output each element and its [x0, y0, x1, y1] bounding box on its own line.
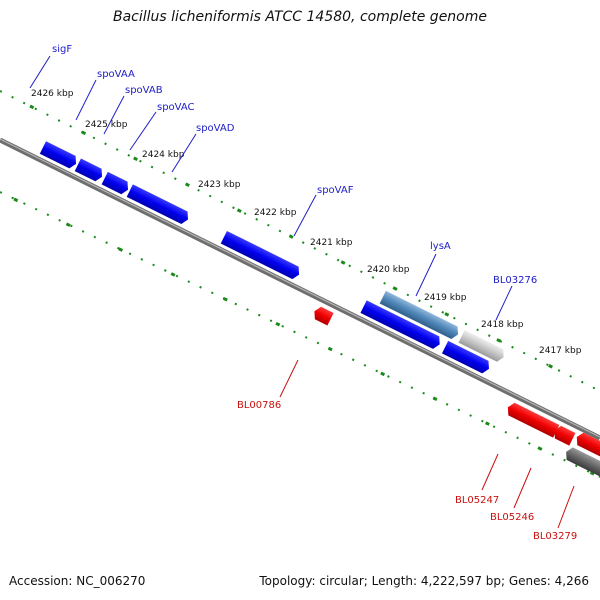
label-spoVAB: spoVAB: [125, 85, 163, 96]
scale-label: 2418 kbp: [481, 320, 524, 330]
leader-lysA: [415, 253, 437, 297]
gene-BL05246[interactable]: [551, 424, 576, 446]
label-sigF: sigF: [52, 44, 72, 55]
gene-spoVAB[interactable]: [74, 158, 105, 184]
gene-spoVAD[interactable]: [126, 184, 191, 225]
inner-minor-ticks: [0, 191, 600, 478]
outer-tick-track: [0, 90, 600, 393]
label-BL03279: BL03279: [533, 531, 577, 542]
leader-spoVAD: [171, 133, 197, 173]
scale-label: 2425 kbp: [85, 120, 128, 130]
label-BL05246: BL05246: [490, 512, 534, 523]
gene-BL03276[interactable]: [458, 330, 506, 363]
gene-BL03279-partial[interactable]: [574, 431, 600, 466]
label-lysA: lysA: [430, 241, 451, 252]
gene-labels: sigF spoVAA spoVAB spoVAC spoVAD spoVAF …: [52, 44, 577, 542]
scale-label: 2423 kbp: [198, 180, 241, 190]
leader-spoVAA: [75, 79, 97, 121]
scale-label: 2424 kbp: [142, 150, 185, 160]
gene-BL03279[interactable]: [563, 446, 600, 482]
leader-BL00786: [279, 359, 299, 398]
gene-lysA[interactable]: [379, 290, 461, 341]
gene-label-leaders: [29, 55, 575, 529]
accession-label: Accession: NC_006270: [9, 574, 146, 588]
leader-BL05247: [481, 453, 499, 491]
leader-spoVAC: [129, 111, 157, 151]
label-spoVAC: spoVAC: [157, 102, 195, 113]
map-title: Bacillus licheniformis ATCC 14580, compl…: [113, 9, 487, 25]
leader-BL05246: [513, 467, 532, 509]
gene-BL03276-companion[interactable]: [441, 340, 492, 375]
label-spoVAD: spoVAD: [196, 123, 235, 134]
scale-label: 2419 kbp: [424, 293, 467, 303]
label-BL05247: BL05247: [455, 495, 499, 506]
gene-spoVAF[interactable]: [220, 231, 302, 281]
label-BL03276: BL03276: [493, 275, 537, 286]
leader-spoVAF: [293, 194, 317, 237]
leader-BL03279: [557, 485, 575, 529]
genome-summary: Topology: circular; Length: 4,222,597 bp…: [259, 574, 589, 588]
leader-sigF: [29, 55, 51, 89]
leader-spoVAB: [103, 95, 125, 135]
gene-tracks: [39, 141, 600, 482]
scale-label: 2421 kbp: [310, 238, 353, 248]
scale-label: 2420 kbp: [367, 265, 410, 275]
genome-backbone-highlight: [0, 138, 600, 438]
gene-lysA-companion[interactable]: [360, 300, 442, 350]
scale-labels: 2426 kbp 2425 kbp 2424 kbp 2423 kbp 2422…: [31, 89, 582, 356]
gene-BL00786[interactable]: [311, 305, 334, 326]
outer-minor-ticks: [0, 90, 600, 392]
scale-label: 2417 kbp: [539, 346, 582, 356]
gene-BL05247[interactable]: [505, 401, 560, 438]
scale-label: 2426 kbp: [31, 89, 74, 99]
label-spoVAA: spoVAA: [97, 69, 135, 80]
genome-backbone: [0, 137, 600, 441]
inner-tick-track: [0, 191, 600, 479]
scale-label: 2422 kbp: [254, 208, 297, 218]
gene-spoVAC[interactable]: [101, 171, 132, 196]
leader-BL03276: [495, 285, 513, 321]
gene-spoVAA[interactable]: [39, 141, 79, 170]
label-BL00786: BL00786: [237, 400, 281, 411]
label-spoVAF: spoVAF: [317, 185, 354, 196]
